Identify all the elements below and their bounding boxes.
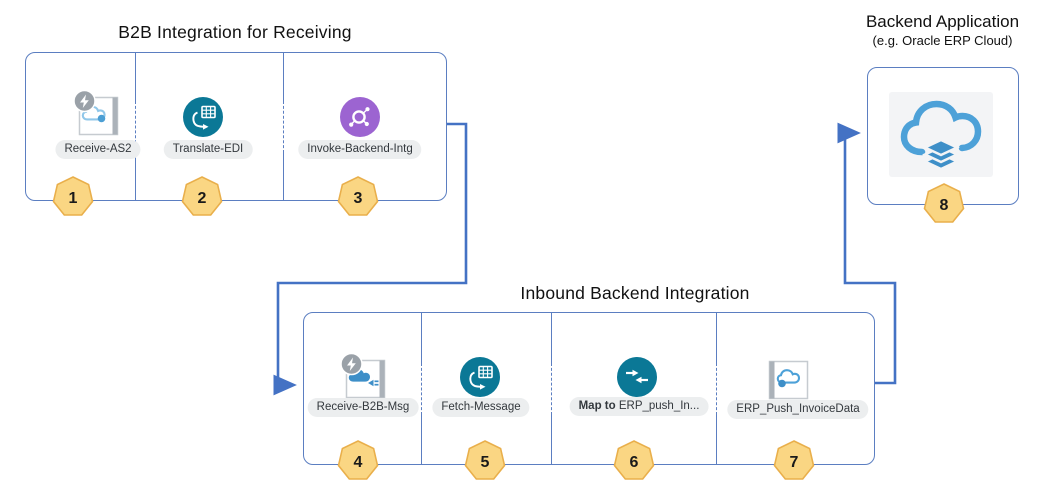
svg-text:4: 4	[354, 454, 363, 471]
translate-edi-icon	[183, 97, 223, 137]
step-label: Receive-AS2	[55, 140, 141, 160]
step-label: Fetch-Message	[432, 398, 530, 418]
map-action-icon	[617, 357, 657, 397]
step-label: Translate-EDI	[163, 140, 253, 160]
step-badge-7: 7	[773, 440, 815, 480]
inbound-group-title: Inbound Backend Integration	[520, 283, 750, 303]
as2-trigger-icon	[73, 89, 119, 136]
backend-app-title: Backend Application	[865, 12, 1020, 31]
backend-app-subtitle: (e.g. Oracle ERP Cloud)	[872, 33, 1013, 49]
svg-text:5: 5	[481, 454, 490, 471]
connector-step7-to-step8	[837, 122, 897, 385]
b2b-group-title: B2B Integration for Receiving	[118, 22, 352, 42]
invoke-integration-icon	[340, 97, 380, 137]
erp-invoke-icon	[768, 360, 809, 400]
svg-text:2: 2	[198, 190, 207, 207]
step-label: Receive-B2B-Msg	[307, 398, 419, 418]
connector-step3-to-step4	[273, 122, 468, 396]
step-badge-8: 8	[923, 183, 965, 223]
step-badge-1: 1	[52, 176, 94, 216]
step-label: Map to ERP_push_In...	[569, 397, 709, 417]
fetch-message-icon	[460, 357, 500, 397]
step-badge-6: 6	[613, 440, 655, 480]
svg-text:7: 7	[790, 454, 799, 471]
svg-text:3: 3	[354, 190, 363, 207]
svg-text:8: 8	[940, 197, 949, 214]
step-label: Invoke-Backend-Intg	[298, 140, 422, 160]
erp-cloud-icon	[900, 100, 982, 171]
step-badge-2: 2	[181, 176, 223, 216]
step-badge-3: 3	[337, 176, 379, 216]
svg-text:6: 6	[630, 454, 639, 471]
step-badge-4: 4	[337, 440, 379, 480]
step-label: ERP_Push_InvoiceData	[727, 400, 869, 420]
svg-text:1: 1	[69, 190, 78, 207]
step-badge-5: 5	[464, 440, 506, 480]
receive-b2b-msg-icon	[340, 352, 386, 399]
backend-app-titles: Backend Application (e.g. Oracle ERP Clo…	[840, 12, 1045, 49]
